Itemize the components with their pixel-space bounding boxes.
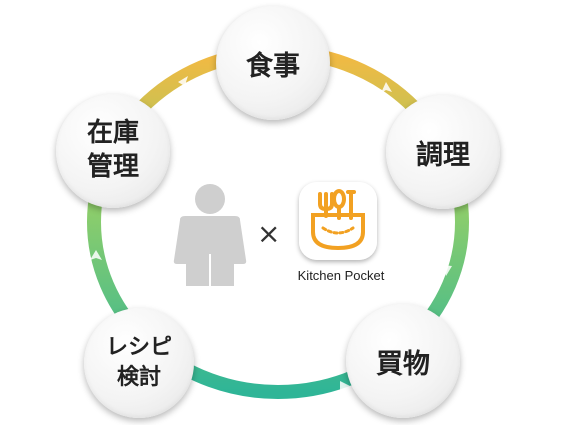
ring-arrow-bottom: [340, 381, 350, 391]
person-icon: [173, 184, 247, 286]
ring-arrow-top-right: [381, 82, 392, 93]
app-name-label: Kitchen Pocket: [297, 268, 385, 283]
times-symbol: ×: [257, 217, 281, 250]
node-cook-label: 調理: [416, 139, 470, 171]
ring-arrow-top: [178, 76, 188, 88]
ring-arrow-right: [441, 265, 452, 276]
app-icon: [299, 182, 377, 260]
node-recipe-label: レシピ 検討: [105, 335, 172, 390]
ring-arrow-left: [90, 250, 102, 260]
node-cook: 調理: [386, 95, 500, 209]
kitchen-pocket-logo-icon: [299, 182, 377, 260]
node-shop: 買物: [346, 304, 460, 418]
node-shop-label: 買物: [376, 348, 430, 380]
node-meal-label: 食事: [246, 50, 300, 82]
node-recipe: レシピ 検討: [84, 308, 194, 418]
node-stock: 在庫 管理: [56, 94, 170, 208]
node-stock-label: 在庫 管理: [86, 118, 139, 182]
ring-arrow-bottom-left: [210, 388, 220, 396]
node-meal: 食事: [216, 6, 330, 120]
